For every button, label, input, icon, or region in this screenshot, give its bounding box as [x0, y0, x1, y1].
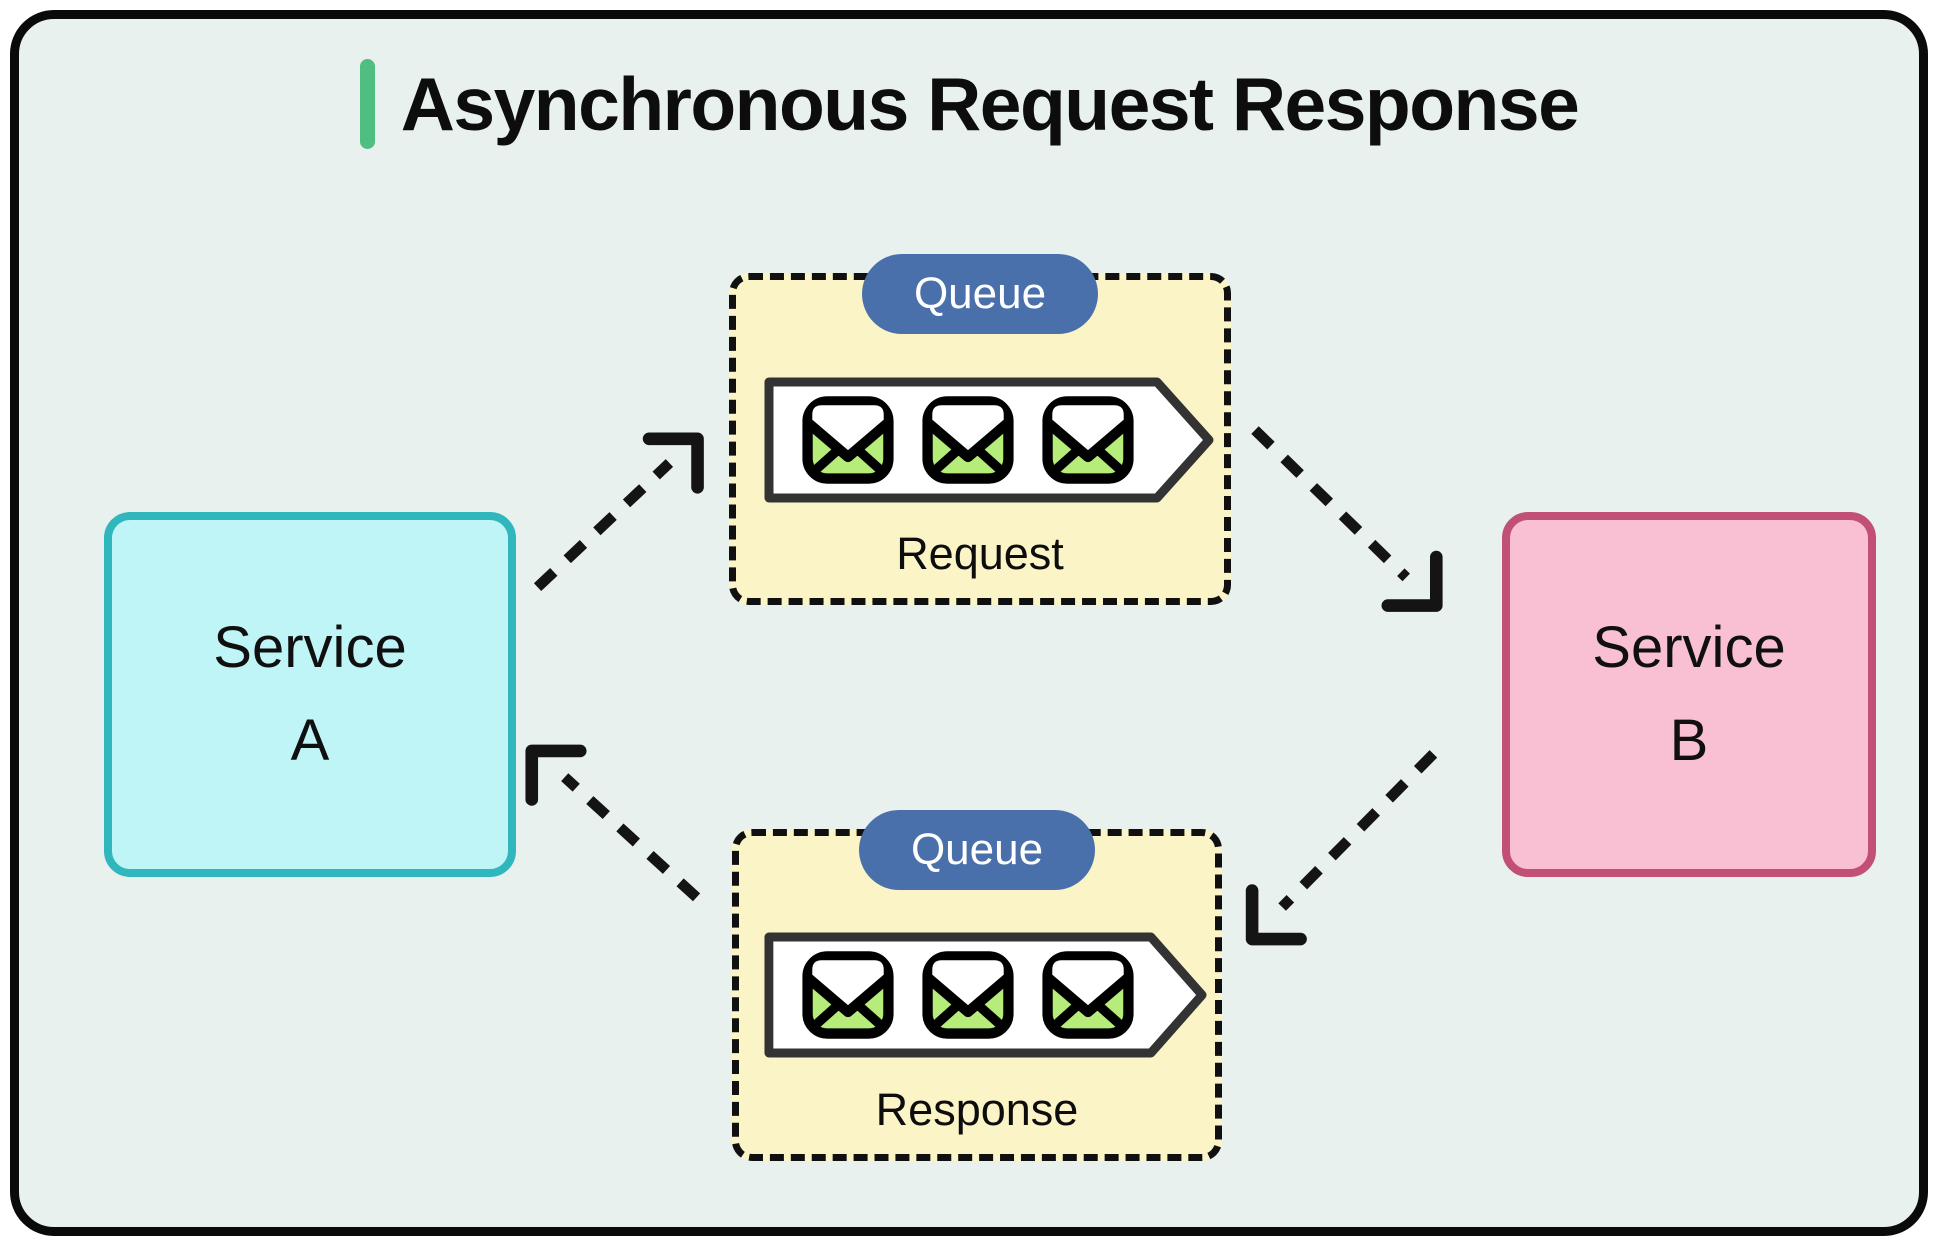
- request-envelopes: [801, 393, 1135, 487]
- response-queue-badge: Queue: [859, 810, 1095, 890]
- dashed-arrow-response-queue-to-a: [525, 744, 701, 902]
- dashed-arrow-a-to-request-queue: [533, 432, 704, 592]
- arrowhead-down-right-icon: [1381, 550, 1443, 612]
- envelope-icon: [922, 396, 1014, 484]
- envelope-icon: [802, 396, 894, 484]
- service-a-label: Service A: [213, 614, 407, 773]
- response-envelopes: [801, 948, 1135, 1042]
- dashed-arrow-request-queue-to-b: [1251, 426, 1443, 612]
- response-queue-box: Queue Response: [732, 810, 1222, 1161]
- arrowhead-down-left-icon: [1245, 884, 1307, 946]
- response-message-banner: [763, 931, 1208, 1059]
- arrowhead-up-left-icon: [525, 744, 587, 806]
- title-row: Asynchronous Request Response: [19, 59, 1919, 149]
- envelope-icon: [1042, 951, 1134, 1039]
- service-a-box: Service A: [104, 512, 516, 877]
- response-queue-label: Response: [875, 1084, 1079, 1135]
- envelope-icon: [922, 951, 1014, 1039]
- arrowhead-up-right-icon: [642, 432, 704, 494]
- diagram-title: Asynchronous Request Response: [400, 62, 1580, 146]
- request-queue-label: Request: [896, 528, 1064, 579]
- diagram-frame: Asynchronous Request Response Service A …: [10, 10, 1928, 1236]
- request-queue-badge: Queue: [862, 254, 1098, 334]
- envelope-icon: [1042, 396, 1134, 484]
- service-b-label: Service B: [1592, 614, 1786, 773]
- request-queue-box: Queue Request: [729, 254, 1231, 605]
- envelope-icon: [802, 951, 894, 1039]
- request-message-banner: [763, 376, 1215, 504]
- service-b-box: Service B: [1502, 512, 1876, 877]
- title-accent-bar: [359, 59, 375, 149]
- dashed-arrow-b-to-response-queue: [1245, 750, 1438, 946]
